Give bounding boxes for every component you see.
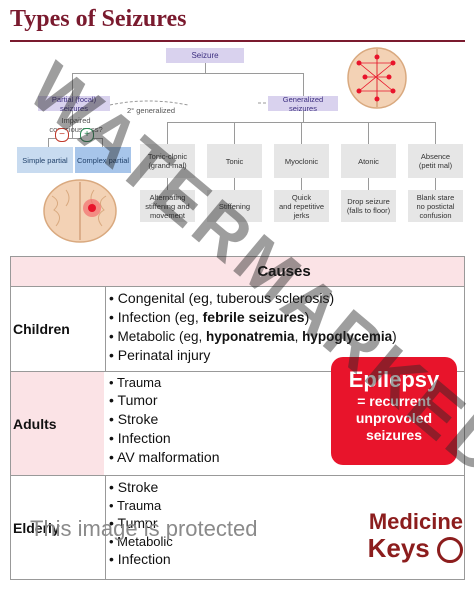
callout-title: Epilepsy <box>348 367 440 392</box>
connector <box>435 122 436 144</box>
table-row: Elderly • Stroke • Trauma • Tumor • Meta… <box>11 476 464 579</box>
list-item: • Infection (eg, febrile seizures) <box>109 309 310 325</box>
header-empty-cell <box>11 257 106 286</box>
list-item: • AV malformation <box>109 449 220 465</box>
type-box-tonic-clonic: Tonic-clonic (grand mal) <box>140 144 195 178</box>
row-label-elderly: Elderly <box>11 476 106 579</box>
list-item: • Metabolic <box>109 534 173 549</box>
callout-line: = recurrent <box>357 393 431 409</box>
connector <box>72 73 73 96</box>
list-item: • Trauma <box>109 375 162 390</box>
type-box-myoclonic: Myoclonic <box>274 144 329 178</box>
causes-header: Causes <box>104 257 464 286</box>
generalized-seizures-box: Generalized seizures <box>268 95 338 113</box>
brand-name-top: Medicine <box>368 509 463 534</box>
list-item: • Perinatal injury <box>109 347 211 363</box>
list-item: • Stroke <box>109 479 159 495</box>
generalized-brain-icon <box>347 47 407 109</box>
connector <box>234 178 235 190</box>
list-item: • Metabolic (eg, hyponatremia, hypoglyce… <box>109 329 397 344</box>
connector <box>167 178 168 190</box>
connector <box>72 111 73 139</box>
list-item: • Congenital (eg, tuberous sclerosis) <box>109 290 335 306</box>
list-item: • Infection <box>109 430 171 446</box>
minus-icon: − <box>55 128 69 142</box>
impaired-consciousness-label: Impaired consciousness? <box>49 116 103 134</box>
complex-partial-box: Complex partial <box>75 147 131 173</box>
desc-box-absence: Blank stare no postictal confusion <box>408 190 463 222</box>
children-causes: • Congenital (eg, tuberous sclerosis) • … <box>104 287 464 371</box>
type-box-absence: Absence (petit mal) <box>408 144 463 178</box>
connector <box>301 122 302 144</box>
connector <box>435 178 436 190</box>
connector <box>205 63 206 73</box>
list-item: • Tumor <box>109 392 158 408</box>
list-item: • Infection <box>109 551 171 567</box>
connector <box>368 122 369 144</box>
seizure-root-box: Seizure <box>166 48 244 63</box>
title-underline <box>10 40 465 42</box>
connector <box>102 138 103 148</box>
desc-box-tonic-clonic: Alternating stiffening and movement <box>140 190 195 222</box>
connector <box>234 122 235 144</box>
connector <box>303 73 304 96</box>
row-label-children: Children <box>11 287 106 371</box>
list-item: • Stroke <box>109 411 159 427</box>
connector <box>368 178 369 190</box>
elderly-causes: • Stroke • Trauma • Tumor • Metabolic • … <box>104 476 464 579</box>
callout-line: seizures <box>365 427 423 443</box>
list-item: • Tumor <box>109 515 158 531</box>
protected-watermark: This image is protected <box>30 516 258 541</box>
desc-box-myoclonic: Quick and repetitive jerks <box>274 190 329 222</box>
desc-box-atonic: Drop seizure (falls to floor) <box>341 190 396 222</box>
table-header-row: Causes <box>11 257 464 287</box>
row-label-adults: Adults <box>11 372 106 475</box>
connector <box>48 138 49 148</box>
table-row: Children • Congenital (eg, tuberous scle… <box>11 287 464 372</box>
connector <box>303 111 304 123</box>
connector <box>48 138 103 139</box>
partial-seizures-box: Partial (focal) seizures <box>38 95 110 113</box>
desc-box-tonic: Stiffening <box>207 190 262 222</box>
secondary-generalized-label: 2° generalized <box>126 105 176 115</box>
connector <box>167 122 168 144</box>
connector <box>72 73 304 74</box>
callout-line: unprovoled <box>355 410 433 426</box>
type-box-atonic: Atonic <box>341 144 396 178</box>
simple-partial-box: Simple partial <box>17 147 73 173</box>
page-title: Types of Seizures <box>10 6 187 32</box>
list-item: • Trauma <box>109 498 162 513</box>
plus-icon: + <box>80 128 94 142</box>
epilepsy-callout: Epilepsy = recurrent unprovoled seizures <box>331 357 457 465</box>
brand-logo: Medicine Keys <box>333 510 463 570</box>
focal-brain-icon <box>43 179 117 243</box>
connector <box>301 178 302 190</box>
type-box-tonic: Tonic <box>207 144 262 178</box>
target-icon <box>437 537 463 564</box>
brand-name-bottom: Keys <box>333 534 463 564</box>
